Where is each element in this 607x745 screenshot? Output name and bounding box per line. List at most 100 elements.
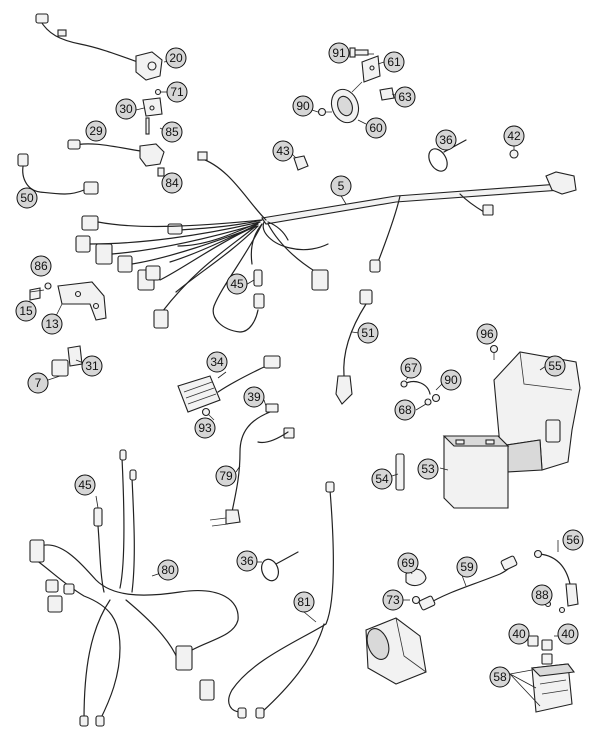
callout-79-label: 79 [219,469,233,483]
callout-71-label: 71 [170,85,184,99]
callout-58: 58 [489,666,511,688]
callout-29-label: 29 [89,124,103,138]
callout-90-label: 90 [296,99,310,113]
callout-31: 31 [81,355,103,377]
callout-86-label: 86 [34,259,48,273]
part-90-screw [317,107,332,117]
callout-7-label: 7 [35,376,42,390]
callout-63: 63 [394,86,416,108]
callout-5-label: 5 [338,179,345,193]
part-85-screw [145,117,150,135]
part-51-sensor [335,289,373,405]
callout-39-label: 39 [247,390,261,404]
callout-96-label: 96 [480,327,494,341]
callout-54-label: 54 [375,472,389,486]
callout-90-label-2: 90 [444,373,458,387]
callout-88: 88 [531,584,553,606]
callout-51-label: 51 [361,326,375,340]
callout-68-label: 68 [398,403,412,417]
part-45-fuse-holder-b [93,507,103,527]
callout-67-label: 67 [404,361,418,375]
part-54-fuse [395,453,405,491]
part-43-grommet [293,155,309,171]
callout-53: 53 [417,458,439,480]
callout-50-label: 50 [20,191,34,205]
callout-54: 54 [371,468,393,490]
callout-5: 5 [330,175,352,197]
part-81-cable [199,481,335,719]
callout-36-label-2: 36 [240,554,254,568]
part-5-main-harness [75,151,577,333]
part-59-starter-cable [418,555,518,611]
callout-58-label: 58 [493,670,507,684]
callout-61: 61 [383,51,405,73]
callout-20-label: 20 [169,51,183,65]
callout-20: 20 [165,47,187,69]
part-68-washer [424,398,432,406]
callout-93: 93 [194,417,216,439]
callout-55: 55 [544,355,566,377]
callout-13: 13 [41,313,63,335]
part-91-bolt [349,47,369,58]
part-71-screw [154,88,162,96]
callout-7: 7 [27,372,49,394]
callout-71: 71 [166,81,188,103]
callout-91: 91 [328,42,350,64]
starter-motor [365,617,427,685]
callout-63-label: 63 [398,90,412,104]
callout-93-label: 93 [198,421,212,435]
part-67-cable [400,380,431,395]
part-63-nut [379,87,395,101]
callout-90-top: 90 [292,95,314,117]
part-55-battery-box [493,351,581,473]
part-42-nut [509,149,519,159]
part-15-clip [29,287,41,301]
callout-91-label: 91 [332,46,346,60]
callout-40-right: 40 [557,623,579,645]
callout-15-label: 15 [19,304,33,318]
part-73-nut [411,595,421,605]
callout-86: 86 [30,255,52,277]
callout-85-label: 85 [165,125,179,139]
callout-36-label: 36 [439,133,453,147]
part-60-horn [330,81,363,124]
callout-80-label: 80 [161,563,175,577]
part-61-bracket [361,55,381,83]
callout-43: 43 [272,140,294,162]
callout-88-label: 88 [535,588,549,602]
part-13-bracket [57,281,107,321]
callout-50: 50 [16,187,38,209]
callout-45-top: 45 [226,273,248,295]
part-29-switch-with-cable [67,139,165,177]
callout-85: 85 [161,121,183,143]
callout-13-label: 13 [45,317,59,331]
callout-96: 96 [476,323,498,345]
callout-39: 39 [243,386,265,408]
callout-45-label-2: 45 [78,478,92,492]
callout-67: 67 [400,357,422,379]
part-56-cable [533,549,579,607]
callout-79: 79 [215,465,237,487]
callout-36-top: 36 [435,129,457,151]
leader-lines [29,53,560,640]
callout-69-label: 69 [401,556,415,570]
callout-43-label: 43 [276,144,290,158]
callout-60: 60 [365,117,387,139]
part-90-screw-b [431,393,441,403]
callout-73-label: 73 [386,593,400,607]
callout-36-bottom: 36 [236,550,258,572]
callout-59-label: 59 [460,560,474,574]
part-40-covers [527,635,553,665]
callout-84: 84 [161,172,183,194]
part-31-relay-holder [67,345,83,367]
part-34-voltage-regulator [177,355,281,413]
callout-45-label: 45 [230,277,244,291]
callout-81-label: 81 [297,595,311,609]
callout-53-label: 53 [421,462,435,476]
callout-31-label: 31 [85,359,99,373]
part-36-cable-tie-b [260,551,299,582]
callout-60-label: 60 [369,121,383,135]
callout-81: 81 [293,591,315,613]
callout-40-label: 40 [512,627,526,641]
callout-68: 68 [394,399,416,421]
